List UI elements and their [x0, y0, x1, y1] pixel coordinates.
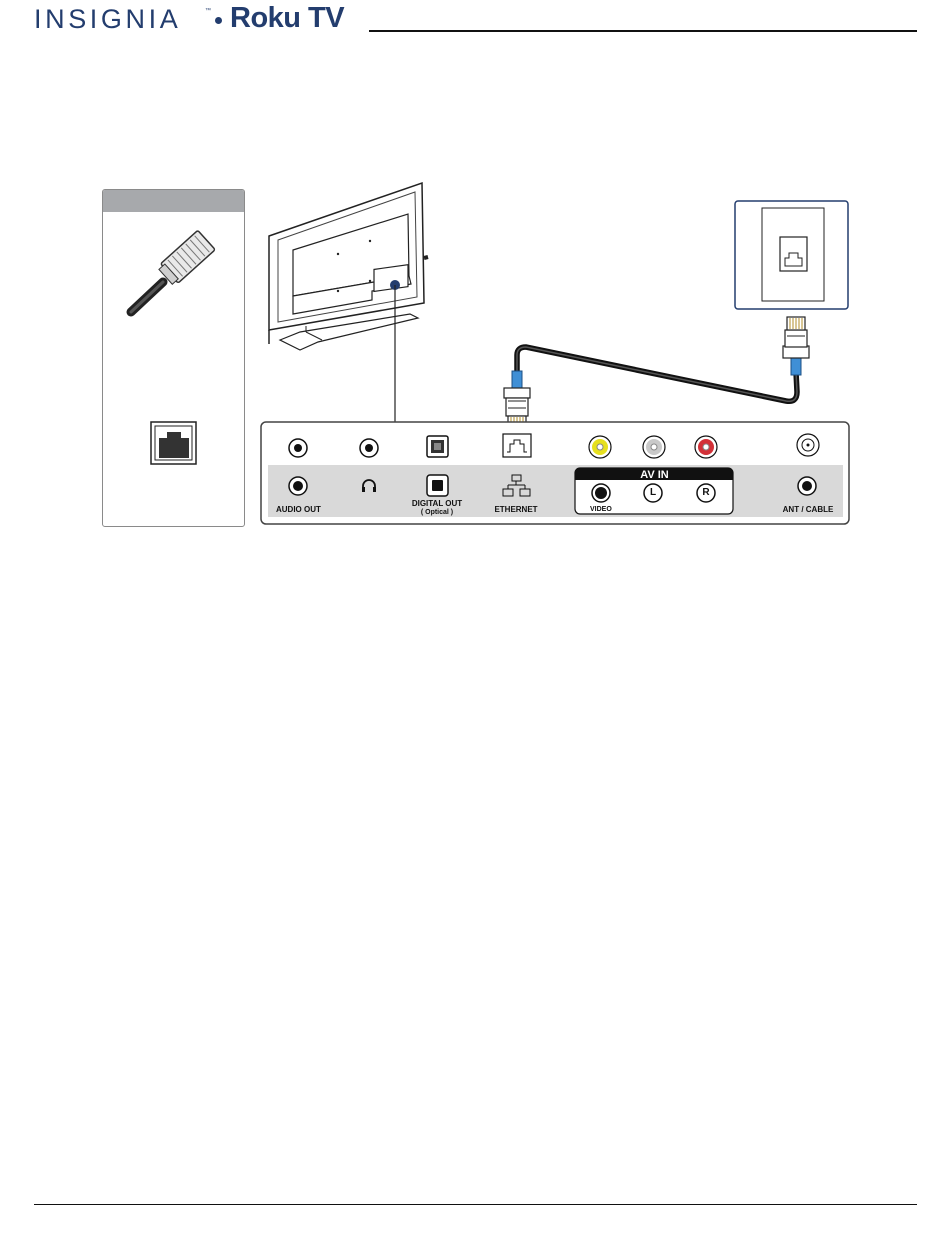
optical-port-top	[427, 436, 448, 457]
label-digital-out: DIGITAL OUT	[402, 499, 472, 508]
label-audio-out: AUDIO OUT	[276, 505, 321, 514]
optical-icon	[427, 475, 448, 496]
coax-port-top	[797, 434, 819, 456]
label-ethernet: ETHERNET	[484, 505, 548, 514]
video-jack-yellow	[589, 436, 611, 458]
audio-l-jack-white	[643, 436, 665, 458]
connection-diagram	[0, 0, 950, 560]
label-av-in: AV IN	[577, 469, 732, 481]
ethernet-port-top	[503, 434, 531, 457]
footer-rule	[34, 1204, 917, 1205]
label-video: VIDEO	[590, 505, 612, 514]
label-ant-cable: ANT / CABLE	[772, 505, 844, 514]
ethernet-cable	[504, 317, 809, 428]
ant-cable-icon	[798, 477, 816, 495]
label-left-channel: L	[644, 484, 662, 502]
audio-out-icon	[289, 477, 307, 495]
tv-back-illustration	[269, 183, 428, 350]
label-right-channel: R	[697, 484, 715, 502]
audio-r-jack-red	[695, 436, 717, 458]
tv-connection-panel	[261, 422, 849, 524]
av-video-icon	[592, 484, 610, 502]
headphone-jack-top	[360, 439, 378, 457]
audio-out-jack-top	[289, 439, 307, 457]
label-optical: ( Optical )	[402, 508, 472, 517]
wall-ethernet-jack	[735, 201, 848, 309]
